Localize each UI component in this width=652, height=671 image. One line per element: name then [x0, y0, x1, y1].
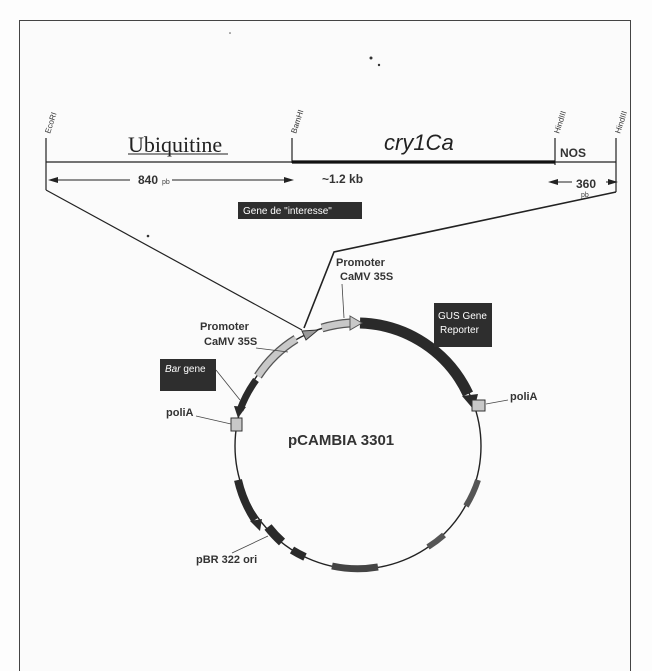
polia-left-label: poliA [166, 407, 194, 419]
polia-right-marker [471, 399, 486, 412]
bar-gene-rest: gene [181, 364, 206, 375]
promoter-left-fill [255, 336, 298, 378]
gene-box-label: Gene de "interesse" [243, 206, 332, 217]
promoter-top-label-1: Promoter [336, 257, 386, 269]
feature-bottom-small-arc [289, 546, 307, 561]
bar-gene-label: Bar gene [165, 364, 206, 375]
feature-lower-left-arc [234, 479, 259, 523]
figure-frame [19, 20, 631, 671]
size-ubiquitine: 840 [138, 173, 158, 187]
gus-box [434, 303, 492, 347]
gus-gene-arc [359, 317, 473, 397]
size-nos-unit: pb [581, 192, 589, 199]
promoter-top-leader [341, 283, 345, 319]
expansion-line-left [45, 189, 303, 331]
site-label-hindiii-1: HindIII [552, 110, 568, 135]
arrowhead-left-nos [548, 179, 558, 185]
size-cry1ca: ~1.2 kb [322, 172, 363, 186]
gus-label-1: GUS Gene [438, 311, 487, 322]
size-label-bg-ubq [130, 171, 172, 187]
ori-leader [231, 535, 269, 554]
arrowhead-right-ubq [284, 177, 294, 183]
bar-gene-arc [236, 377, 259, 412]
gene-box [238, 202, 362, 219]
speck-3 [229, 32, 231, 34]
ori-arc [264, 524, 286, 546]
size-ubiquitine-unit: pb [162, 179, 170, 186]
plasmid-name: pCAMBIA 3301 [288, 432, 394, 449]
site-label-bamhi: BamHI [289, 109, 305, 135]
bar-gene-italic: Bar [165, 364, 181, 375]
polia-right-leader [485, 399, 509, 405]
bar-gene-leader [215, 369, 241, 401]
promoter-top-arrowhead [349, 315, 363, 331]
site-label-ecori: EcoRI [43, 111, 58, 135]
arrowhead-left [48, 177, 58, 183]
gus-label-2: Reporter [440, 325, 480, 336]
promoter-top-label-2: CaMV 35S [340, 271, 393, 283]
promoter-left-leader [255, 347, 289, 353]
feature-right-mid-arc [463, 479, 481, 508]
feature-right-lower-arc [426, 532, 446, 550]
ori-label: pBR 322 ori [196, 554, 257, 566]
polia-right-label: poliA [510, 391, 538, 403]
promoter-left-label-2: CaMV 35S [204, 336, 257, 348]
feature-bottom-arc [331, 562, 379, 573]
junction-arrow [301, 329, 320, 341]
bar-gene-box [160, 359, 216, 391]
ubiquitine-label: Ubiquitine [128, 132, 222, 157]
cry1ca-label: cry1Ca [384, 130, 454, 155]
arrowhead-right-nos [608, 179, 618, 185]
promoter-left-label-1: Promoter [200, 321, 250, 333]
speck-2 [377, 63, 381, 67]
bar-gene-arrowhead [234, 406, 246, 418]
size-label-bg-nos [572, 174, 606, 190]
nos-label: NOS [560, 146, 586, 160]
expansion-line-right [303, 191, 617, 329]
feature-lower-left-arrowhead [250, 519, 262, 531]
speck-4 [146, 234, 150, 238]
speck-1 [369, 56, 373, 60]
size-nos: 360 [576, 177, 596, 191]
polia-left-marker [230, 417, 243, 432]
polia-left-leader [195, 415, 232, 425]
site-label-hindiii-2: HindIII [613, 110, 629, 135]
